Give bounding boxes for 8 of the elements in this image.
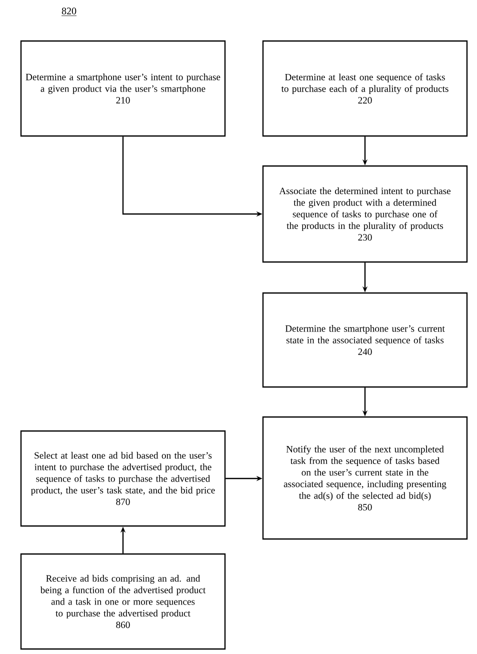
process-box: Notify the user of the next uncompleted task from the sequence of tasks based on the user’s current state in the associated sequence, including presenting the ad(s) of the selected ad bid(s) 850 [262, 416, 468, 540]
process-box: Select at least one ad bid based on the user’s intent to purchase the advertised product, the sequence of tasks to purchase the advertised product, the user’s task state, and the bid price 870 [20, 430, 226, 527]
process-box: Associate the determined intent to purchase the given product with a determined sequence of tasks to purchase one of the products in the plurality of products 230 [262, 165, 468, 263]
figure-number: 820 [61, 8, 77, 16]
process-box: Determine the smartphone user’s current state in the associated sequence of tasks 240 [262, 292, 468, 388]
process-box: Determine a smartphone user’s intent to purchase a given product via the user’s smartphone 210 [20, 40, 226, 137]
process-box: Receive ad bids comprising an ad. and being a function of the advertised product and a task in one or more sequences to purchase the advertised product 860 [20, 553, 226, 650]
process-box: Determine at least one sequence of tasks to purchase each of a plurality of products 220 [262, 40, 468, 137]
